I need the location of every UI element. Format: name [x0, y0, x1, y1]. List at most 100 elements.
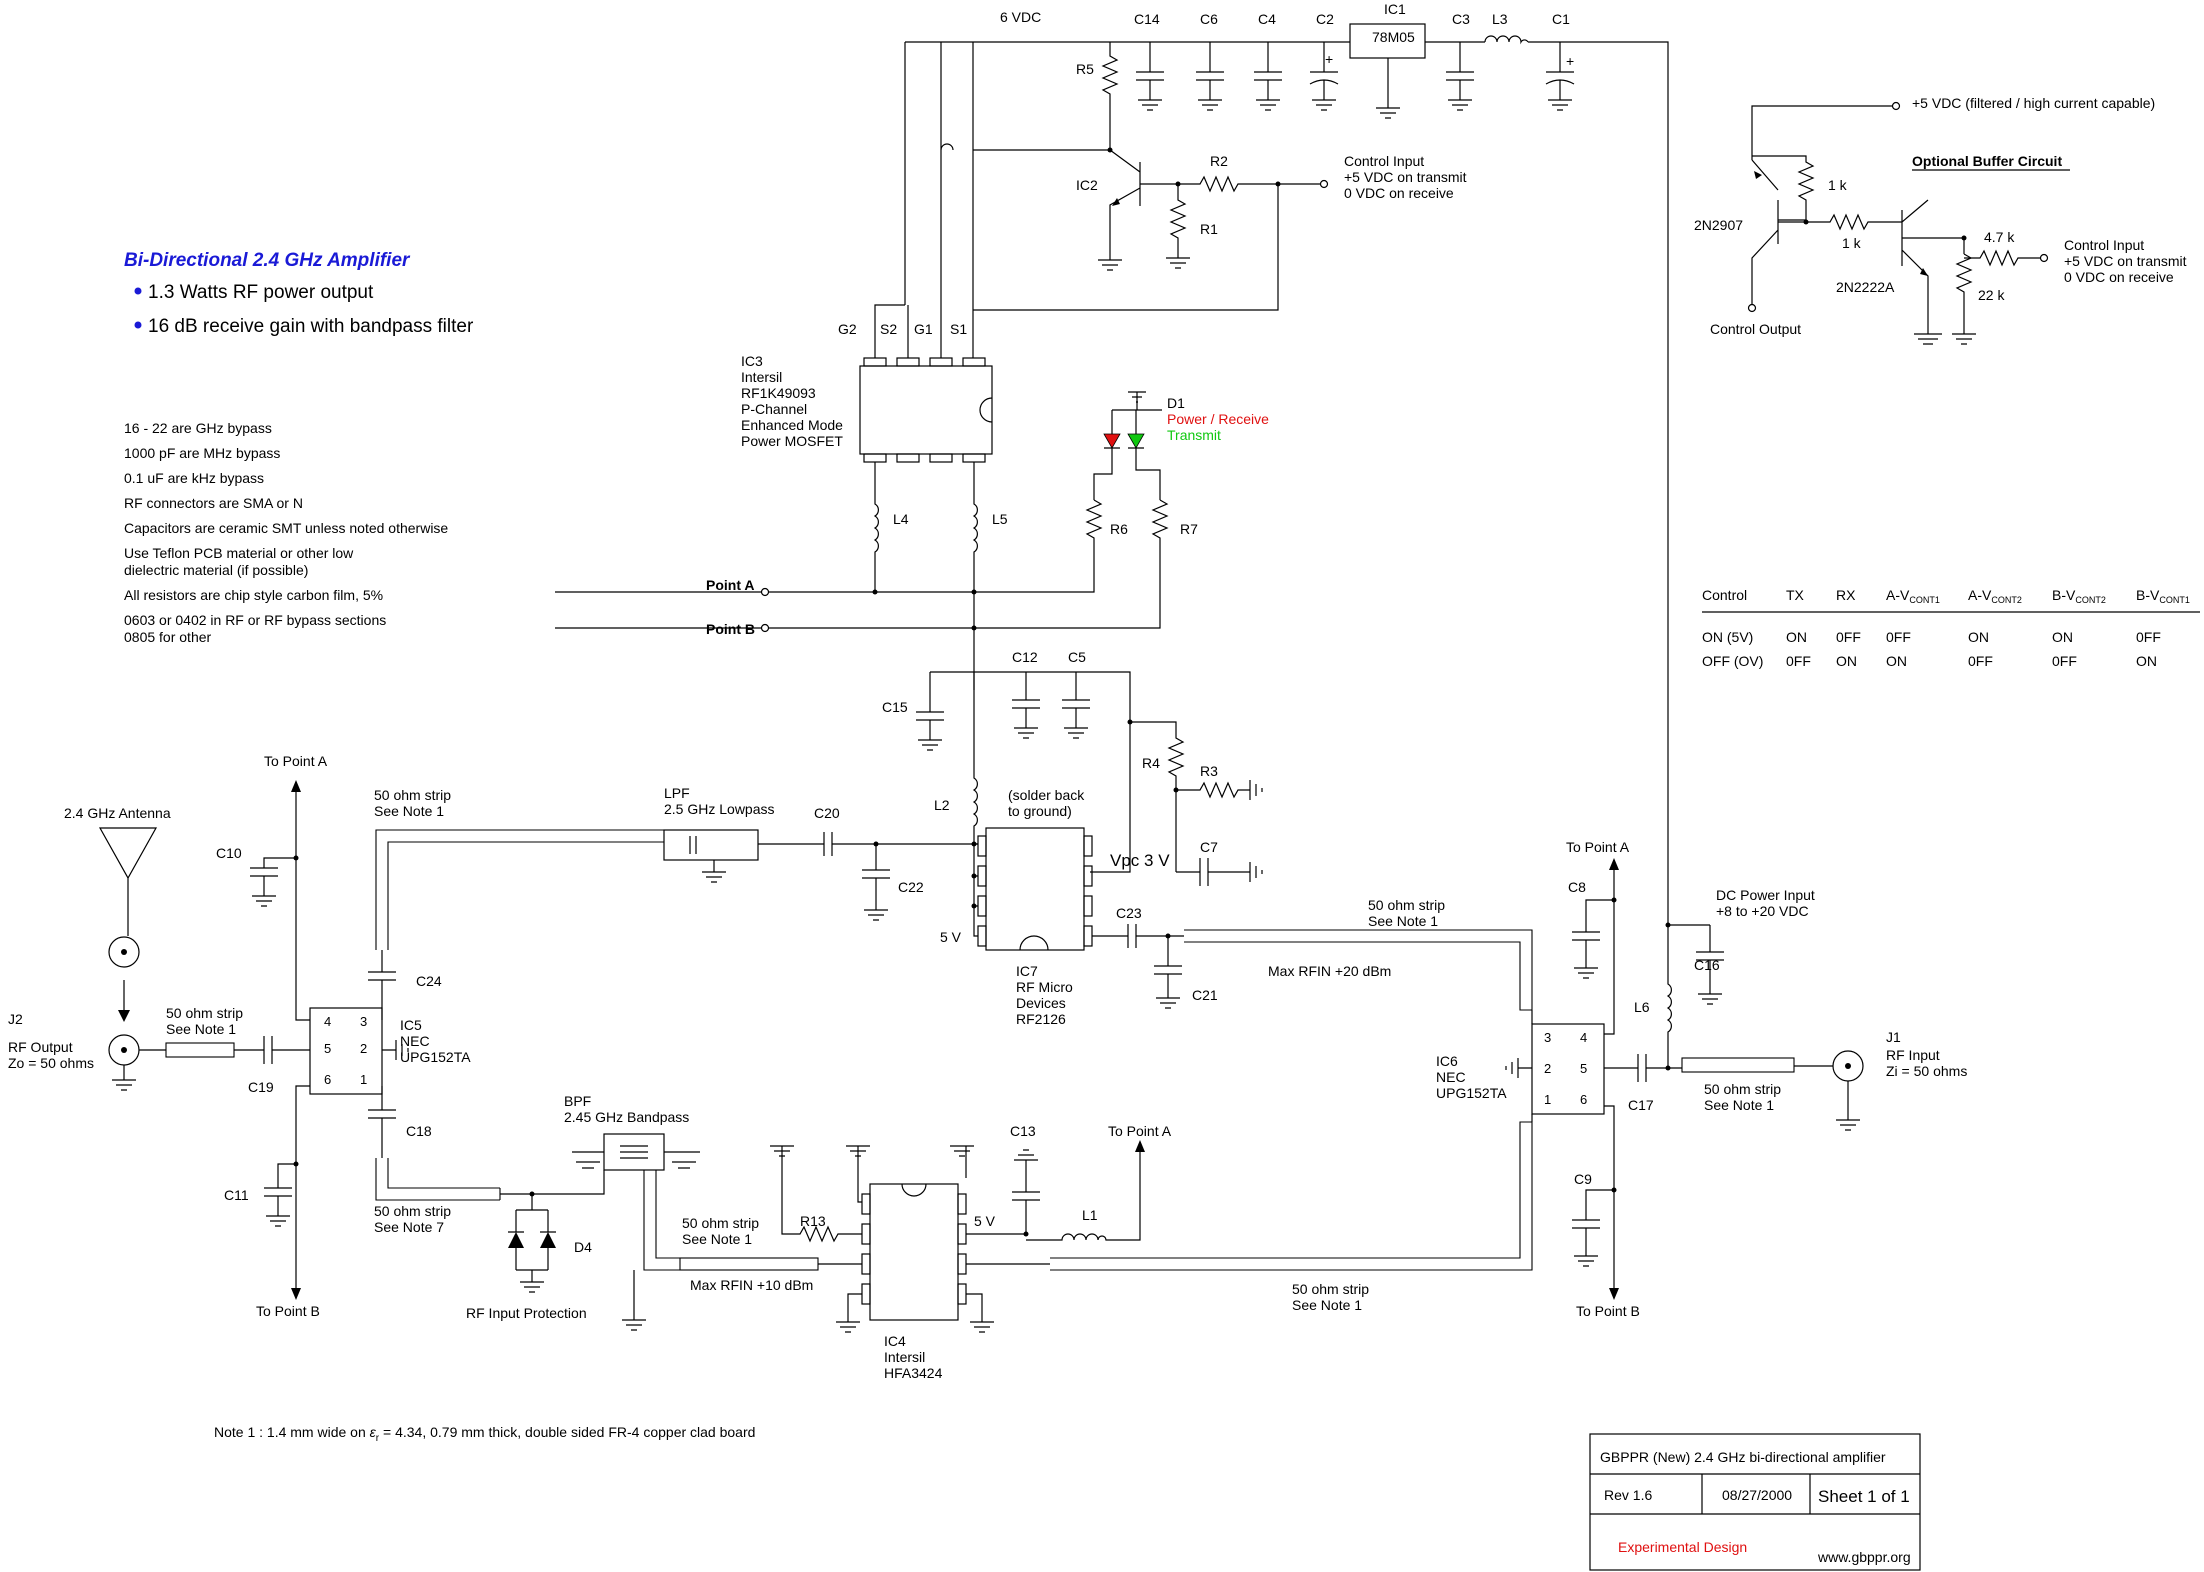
ic4-pins — [861, 1193, 967, 1305]
c24-cap — [368, 950, 396, 1020]
d4-bars — [508, 1220, 556, 1233]
bpf-grounds — [572, 1151, 700, 1169]
strip-5-line2: See Note 1 — [1292, 1297, 1362, 1313]
note-line: RF connectors are SMA or N — [124, 495, 303, 511]
ic4-left-wires — [818, 1263, 862, 1333]
strip-4-line1: 50 ohm strip — [682, 1215, 759, 1231]
l5-label: L5 — [992, 511, 1008, 527]
l6-label: L6 — [1634, 999, 1650, 1015]
electrolytic-cap-c2 — [1309, 42, 1339, 111]
ic6-to-point-a: To Point A — [1566, 839, 1630, 855]
ic6-pin2-ground — [1505, 1058, 1532, 1078]
solder-note-1: (solder back — [1008, 787, 1085, 803]
note-line: 16 - 22 are GHz bypass — [124, 420, 272, 436]
control-input-line1: Control Input — [1344, 153, 1424, 169]
arrow-up-icon — [1609, 858, 1619, 870]
ic6-pin-5: 5 — [1580, 1061, 1587, 1076]
d4-wires — [515, 1194, 549, 1293]
r4-label: R4 — [1142, 755, 1160, 771]
buffer-control-input-terminal — [2039, 253, 2049, 263]
j1-wires — [1794, 1065, 1860, 1131]
ic1-ground — [1376, 58, 1400, 119]
ic7-supply-wires — [929, 671, 1131, 722]
ic4-right-ground — [966, 1293, 994, 1333]
max-rfin-10: Max RFIN +10 dBm — [690, 1277, 813, 1293]
ic6-pin-3: 3 — [1544, 1030, 1551, 1045]
strip-5-line1: 50 ohm strip — [1292, 1281, 1369, 1297]
strip-1-line1: 50 ohm strip — [374, 787, 451, 803]
table-row2-av2: 0FF — [1968, 653, 1993, 669]
bullet-dot-icon — [134, 287, 142, 295]
buffer-r1k-b: 1 k — [1842, 235, 1862, 251]
rf-protection-label: RF Input Protection — [466, 1305, 587, 1321]
supply-drop-wires — [904, 42, 974, 305]
title-block-date: 08/27/2000 — [1722, 1487, 1792, 1503]
ic6-to-point-b: To Point B — [1576, 1303, 1640, 1319]
table-row2-rx: ON — [1836, 653, 1857, 669]
ic5-pin-3: 3 — [360, 1014, 367, 1029]
ic1-part: 78M05 — [1372, 29, 1415, 45]
ic6-label: IC6 — [1436, 1053, 1458, 1069]
control-section: R5 IC2 R2 R1 Control Input +5 VDC on tra… — [940, 42, 1467, 311]
supply-voltage-label: 6 VDC — [1000, 9, 1041, 25]
c5-label: C5 — [1068, 649, 1086, 665]
footnote: Note 1 : 1.4 mm wide on εr = 4.34, 0.79 … — [214, 1424, 755, 1444]
ic6-pin-4: 4 — [1580, 1030, 1587, 1045]
supply-section: 6 VDC C14 C6 C4 C2 IC1 78M05 C3 L3 C1 + … — [904, 1, 1669, 925]
title-block-grid — [1590, 1473, 1920, 1515]
title-block-web: www.gbppr.org — [1817, 1549, 1911, 1565]
table-row2-av1: ON — [1886, 653, 1907, 669]
ic5-to-point-b: To Point B — [256, 1303, 320, 1319]
design-notes: 16 - 22 are GHz bypass 1000 pF are MHz b… — [124, 420, 448, 645]
table-row1-tx: ON — [1786, 629, 1807, 645]
r7-resistor — [555, 499, 1169, 629]
d1-green-led-icon — [1127, 433, 1145, 449]
j1-line2: Zi = 50 ohms — [1886, 1063, 1967, 1079]
c22-cap — [862, 844, 890, 921]
strip-ic4-input — [679, 1257, 819, 1271]
c10-label: C10 — [216, 845, 242, 861]
title-block-experimental: Experimental Design — [1618, 1539, 1747, 1555]
ic6-pin-2: 2 — [1544, 1061, 1551, 1076]
c7-cap — [1176, 858, 1263, 886]
note-line: Capacitors are ceramic SMT unless noted … — [124, 520, 448, 536]
table-header-rx: RX — [1836, 587, 1856, 603]
bpf-filter-symbol — [620, 1145, 648, 1159]
ic6-pin-1: 1 — [1544, 1092, 1551, 1107]
ic3-type1: P-Channel — [741, 401, 807, 417]
r6-label: R6 — [1110, 521, 1128, 537]
arrow-up-icon — [1135, 1140, 1145, 1152]
note-line: dielectric material (if possible) — [124, 562, 308, 578]
table-row1-av1: 0FF — [1886, 629, 1911, 645]
ic6-pin-6: 6 — [1580, 1092, 1587, 1107]
title-block-rev: Rev 1.6 — [1604, 1487, 1652, 1503]
j2-wires — [112, 1049, 166, 1091]
ic3-part: RF1K49093 — [741, 385, 816, 401]
table-row2-bv2: 0FF — [2052, 653, 2077, 669]
arrow-down-icon — [291, 1288, 301, 1300]
r3-label: R3 — [1200, 763, 1218, 779]
r5-label: R5 — [1076, 61, 1094, 77]
ic3-pin-g1: G1 — [914, 321, 933, 337]
electrolytic-cap-c1 — [1545, 42, 1575, 111]
d1-label: D1 — [1167, 395, 1185, 411]
table-row1-rx: 0FF — [1836, 629, 1861, 645]
ic7-package — [985, 827, 1085, 951]
note-line: 0.1 uF are kHz bypass — [124, 470, 264, 486]
c15-label: C15 — [882, 699, 908, 715]
strip-6-line2: See Note 1 — [1368, 913, 1438, 929]
bypass-cap-c4 — [1254, 42, 1282, 111]
ic3-label: IC3 — [741, 353, 763, 369]
c9-cap — [1572, 1189, 1614, 1267]
note-line: All resistors are chip style carbon film… — [124, 587, 383, 603]
r4-r3-resistors — [1130, 721, 1263, 800]
strip-7-line2: See Note 1 — [1704, 1097, 1774, 1113]
c18-cap — [368, 1086, 396, 1158]
c19-cap — [234, 1036, 310, 1064]
ic4-to-point-a: To Point A — [1108, 1123, 1172, 1139]
ic5-pin-1: 1 — [360, 1072, 367, 1087]
buffer-r22k: 22 k — [1978, 287, 2005, 303]
strip-ic7-to-ic6 — [1184, 929, 1533, 1011]
ic5-control-bus — [295, 790, 310, 1290]
bypass-cap-c14 — [1136, 42, 1164, 111]
